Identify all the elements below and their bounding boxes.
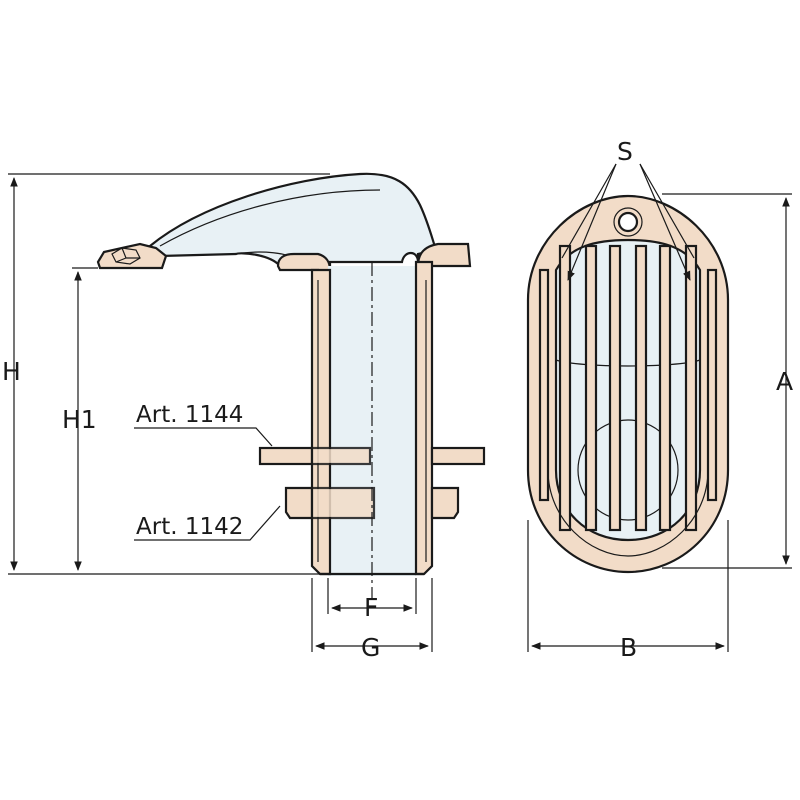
mounting-hole <box>617 211 639 233</box>
dimension-lines <box>8 173 792 652</box>
side-view <box>96 172 486 600</box>
tube-wall-left <box>310 268 332 576</box>
fixing-lug <box>96 242 168 270</box>
label-art-1142: Art. 1142 <box>136 514 243 540</box>
right-flange <box>416 242 472 268</box>
label-h: H <box>2 357 21 386</box>
front-view <box>526 163 730 574</box>
label-h1: H1 <box>62 405 97 434</box>
label-f: F <box>364 593 378 622</box>
washer-left <box>258 446 314 466</box>
label-b: B <box>620 633 637 662</box>
label-s: S <box>617 137 633 166</box>
labels: H H1 A B F G S Art. 1144 Art. 1142 <box>2 137 793 662</box>
tube-wall-right <box>414 260 434 576</box>
label-g: G <box>361 633 380 662</box>
nut-left <box>284 486 314 520</box>
scoop-hood <box>148 172 438 268</box>
washer-right <box>430 446 486 466</box>
label-a: A <box>776 367 793 396</box>
strainer-slots <box>538 244 718 532</box>
label-art-1144: Art. 1144 <box>136 402 243 428</box>
nut-right <box>430 486 460 520</box>
